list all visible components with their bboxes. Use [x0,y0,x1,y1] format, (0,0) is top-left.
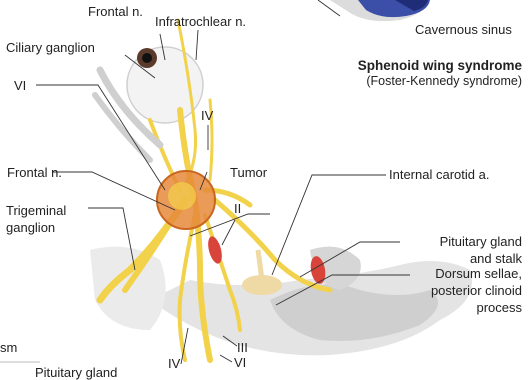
label-trigeminal-1: Trigeminal [6,203,66,218]
label-dorsum-1: Dorsum sellae, [435,266,522,281]
label-frontal-nerve-left: Frontal n. [7,165,62,180]
label-trigeminal-2: ganglion [6,220,55,235]
label-pituitary-1: Pituitary gland [440,234,522,249]
label-cut-sm: sm [0,340,17,355]
label-infratrochlear-nerve: Infratrochlear n. [155,14,246,29]
label-cut-pituitary: Pituitary gland [35,365,117,380]
label-oculomotor-nerve: III [237,340,248,355]
syndrome-title-block: Sphenoid wing syndrome (Foster-Kennedy s… [318,58,522,89]
label-cavernous-sinus: Cavernous sinus [415,22,512,37]
cavernous-sinus-inset [330,0,430,21]
label-optic-nerve: II [234,201,241,216]
syndrome-title: Sphenoid wing syndrome [318,58,522,74]
label-dorsum-3: process [476,300,522,315]
label-tumor: Tumor [230,165,267,180]
label-trochlear-nerve-top: IV [201,108,213,123]
pituitary [242,250,282,295]
label-abducens-nerve-top: VI [14,78,26,93]
label-pituitary-2: and stalk [470,251,522,266]
syndrome-subtitle: (Foster-Kennedy syndrome) [318,74,522,89]
label-abducens-nerve-bottom: VI [234,355,246,370]
tumor [157,171,215,229]
label-trochlear-nerve-bottom: IV [168,356,180,371]
label-ciliary-ganglion: Ciliary ganglion [6,40,95,55]
label-frontal-nerve-top: Frontal n. [88,4,143,19]
label-dorsum-2: posterior clinoid [431,283,522,298]
label-internal-carotid: Internal carotid a. [389,167,489,182]
